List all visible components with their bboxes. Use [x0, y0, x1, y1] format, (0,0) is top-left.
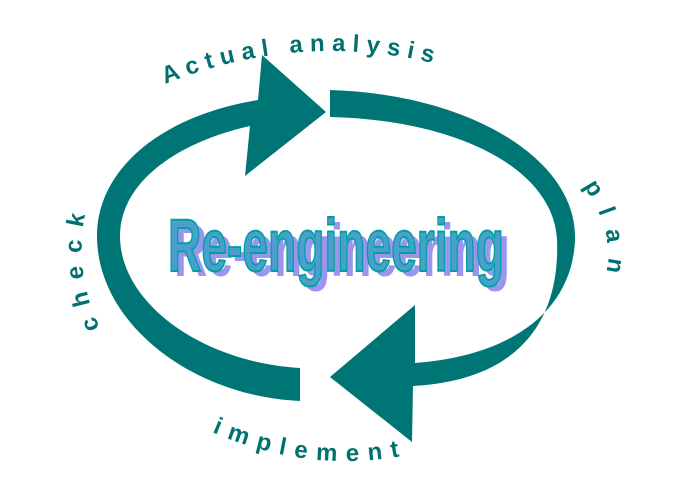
label-plan: plan — [578, 175, 629, 289]
right-cycle-arrow — [330, 90, 576, 442]
left-cycle-arrow — [97, 55, 326, 401]
title-re-engineering: Re-engineering — [168, 204, 504, 287]
label-actual-analysis: Actual analysis — [158, 30, 445, 90]
title-shadow: Re-engineering — [174, 209, 510, 292]
label-implement: implement — [210, 413, 410, 468]
